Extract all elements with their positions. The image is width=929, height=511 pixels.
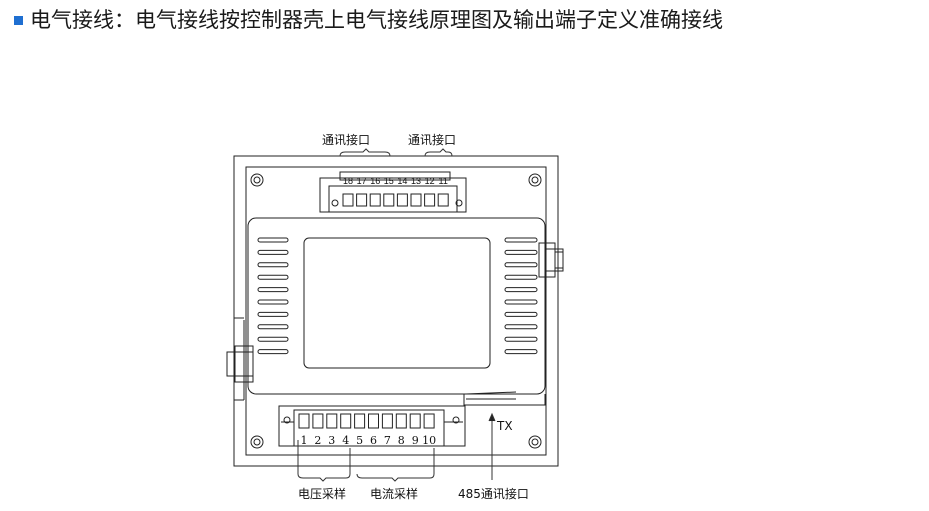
heading-text: 电气接线：电气接线按控制器壳上电气接线原理图及输出端子定义准确接线 <box>30 8 723 32</box>
top-terminal-slot <box>410 193 422 207</box>
top-label-bracket-left <box>339 148 391 157</box>
vent-slot <box>257 249 289 255</box>
vent-slot <box>257 274 289 280</box>
display-window <box>303 237 491 369</box>
tx-arrow <box>488 412 496 480</box>
top-terminal-slot <box>396 193 408 207</box>
top-terminal-number: 16 <box>370 176 380 186</box>
right-mounting-clip <box>538 226 564 300</box>
top-terminal-number: 15 <box>384 176 394 186</box>
top-terminal-slot <box>383 193 395 207</box>
top-label-bracket-right <box>424 148 453 157</box>
bottom-terminal-number: 4 <box>342 434 349 447</box>
vent-slot <box>257 336 289 342</box>
bottom-terminal-number: 10 <box>422 434 436 447</box>
voltage-sampling-label: 电压采样 <box>298 486 346 501</box>
vent-slot <box>257 299 289 305</box>
inner-frame <box>245 166 547 456</box>
vent-slot <box>504 262 538 268</box>
main-body <box>247 217 546 395</box>
bottom-terminal-slot <box>368 413 379 429</box>
top-terminal-number: 12 <box>425 176 435 186</box>
vent-slot <box>257 311 289 317</box>
top-comm-label-right: 通讯接口 <box>408 132 456 147</box>
top-terminal-slot <box>356 193 368 207</box>
vent-slot <box>504 249 538 255</box>
top-terminal-number: 13 <box>411 176 421 186</box>
vent-slot <box>257 324 289 330</box>
screw-hole-icon <box>250 173 264 187</box>
vent-right <box>504 237 538 355</box>
top-terminal-number: 11 <box>439 176 448 186</box>
rs485-port <box>463 391 546 406</box>
bottom-terminal-slot <box>381 413 393 429</box>
bottom-terminal-number: 6 <box>370 434 377 447</box>
screw-hole-icon <box>528 173 542 187</box>
current-sampling-label: 电流采样 <box>370 486 418 501</box>
top-comm-label-left: 通讯接口 <box>322 132 370 147</box>
outer-housing <box>233 155 559 467</box>
bottom-label-bracket-current <box>356 448 435 482</box>
bottom-terminal-number: 3 <box>328 434 335 447</box>
section-heading: 电气接线：电气接线按控制器壳上电气接线原理图及输出端子定义准确接线 <box>14 4 723 34</box>
top-terminal-number: 18 <box>343 176 353 186</box>
vent-slot <box>504 311 538 317</box>
screw-hole-icon <box>250 435 264 449</box>
left-mounting-clip <box>226 317 254 401</box>
vent-slot <box>504 349 538 355</box>
vent-slot <box>257 262 289 268</box>
bottom-terminal-slot <box>298 413 310 429</box>
top-terminal-slot <box>437 193 449 207</box>
vent-slot <box>504 274 538 280</box>
vent-slot <box>504 287 538 293</box>
vent-left <box>257 237 289 355</box>
vent-slot <box>257 237 289 243</box>
vent-slot <box>504 299 538 305</box>
top-terminal-slot <box>369 193 381 207</box>
bullet-square-icon <box>14 15 23 25</box>
bottom-terminal-slot <box>312 413 324 429</box>
bottom-terminal-number: 7 <box>384 434 391 447</box>
vent-slot <box>257 287 289 293</box>
bottom-terminal-slot <box>354 413 366 429</box>
bottom-terminal-block <box>278 405 466 447</box>
bottom-terminal-slot <box>326 413 338 429</box>
top-terminal-number: 14 <box>397 176 407 186</box>
bottom-terminal-slot <box>423 413 435 429</box>
vent-slot <box>257 349 289 355</box>
bottom-terminal-number: 8 <box>398 434 405 447</box>
bottom-label-bracket-voltage <box>297 440 351 482</box>
tx-label: TX <box>496 419 513 433</box>
vent-slot <box>504 237 538 243</box>
top-terminal-number: 17 <box>357 176 367 186</box>
top-terminal-block <box>319 171 467 213</box>
bottom-terminal-number: 5 <box>356 434 363 447</box>
bottom-terminal-slot <box>340 413 352 429</box>
bottom-terminal-number: 2 <box>314 434 321 447</box>
bottom-terminal-slot <box>395 413 407 429</box>
vent-slot <box>504 336 538 342</box>
top-terminal-slot <box>342 193 354 207</box>
screw-hole-icon <box>528 435 542 449</box>
top-terminal-slot <box>424 193 436 207</box>
bottom-terminal-number: 9 <box>412 434 419 447</box>
bottom-terminal-slot <box>409 413 421 429</box>
rs485-label: 485通讯接口 <box>458 486 529 501</box>
vent-slot <box>504 324 538 330</box>
bottom-terminal-number: 1 <box>301 434 308 447</box>
